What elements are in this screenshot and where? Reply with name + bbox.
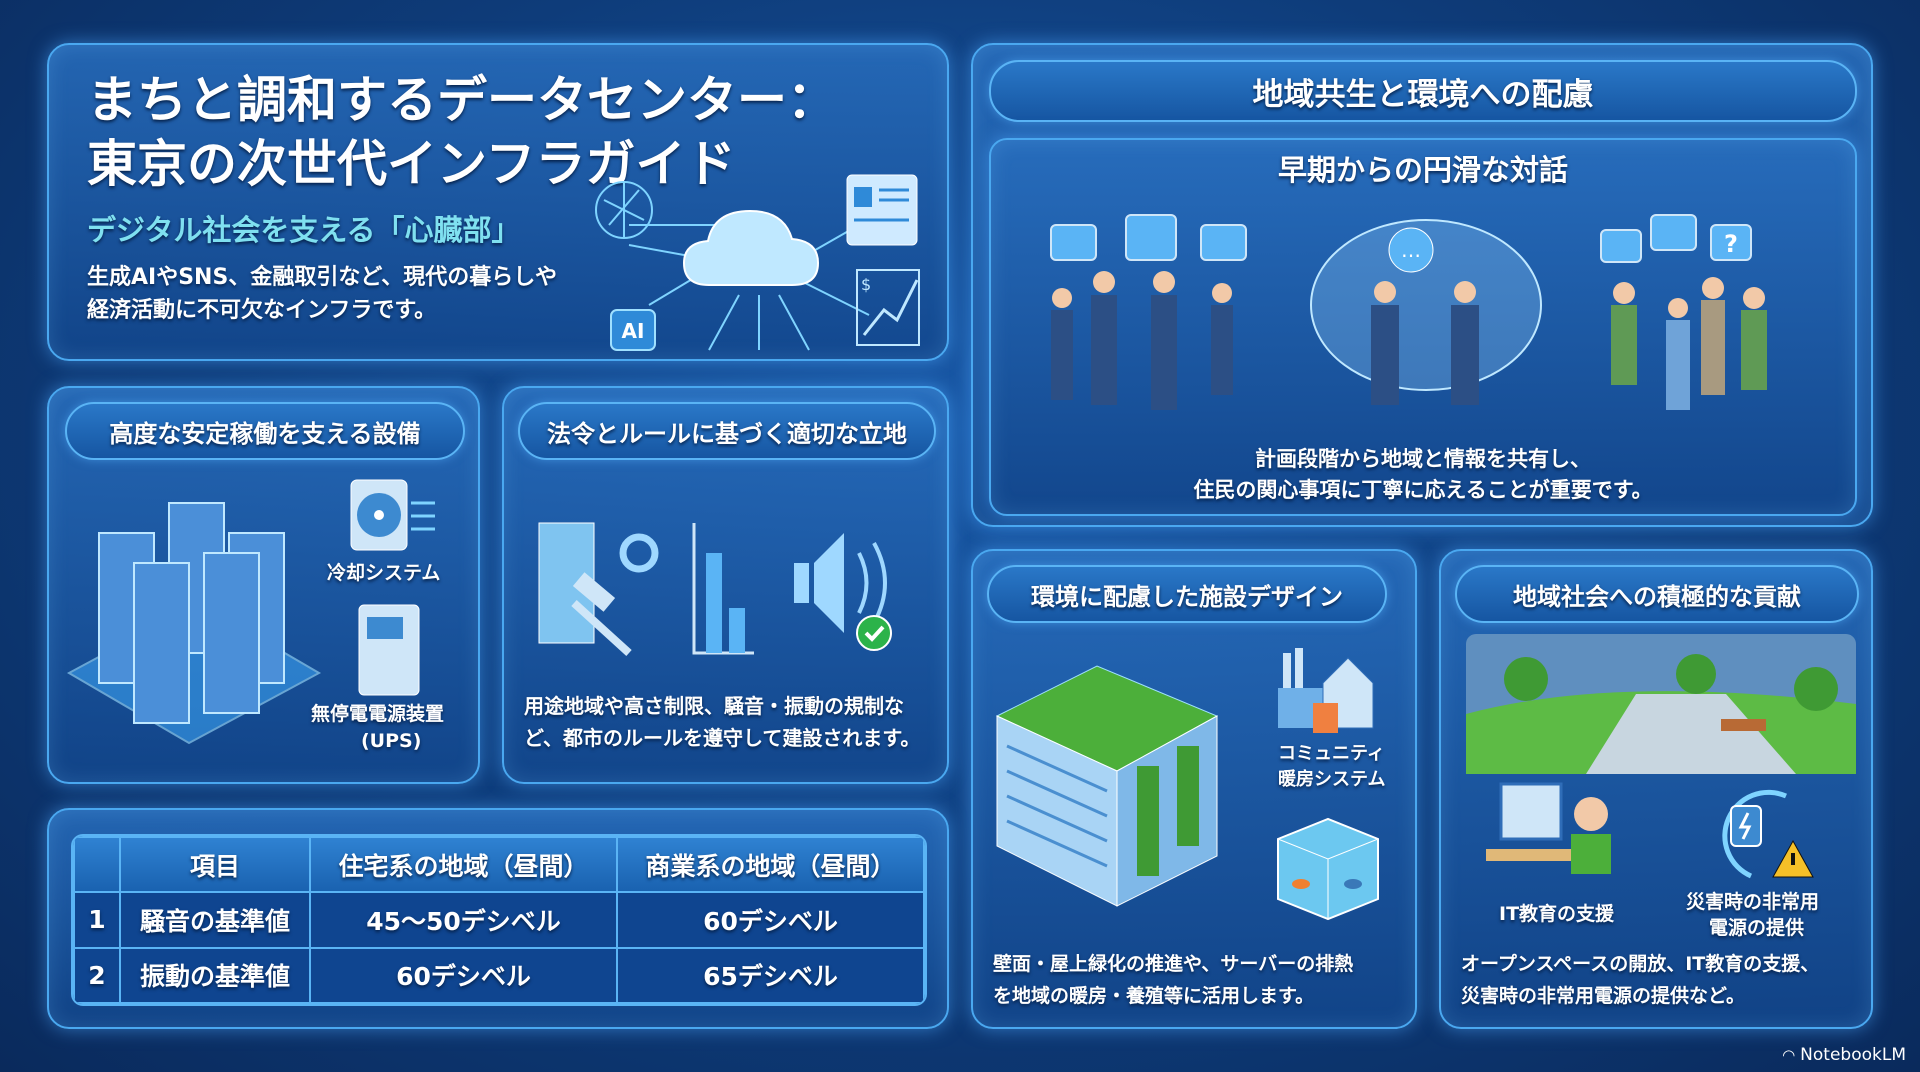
- table-header-index: [73, 836, 121, 894]
- emergency-power-label-line1: 災害時の非常用: [1686, 891, 1820, 913]
- ups-label-line1: 無停電電源装置: [311, 703, 445, 725]
- cooling-fan-icon: [350, 479, 435, 551]
- dollar-icon: $: [861, 275, 871, 294]
- cooling-system-label: 冷却システム: [327, 562, 441, 584]
- page-title-line2: 東京の次世代インフラガイド: [87, 135, 736, 193]
- ellipsis-icon: …: [1401, 238, 1421, 262]
- contribution-panel: 地域社会への積極的な貢献 IT教育の支援 災害時の非常用 電源の提供 オープンス…: [1439, 549, 1873, 1029]
- law-panel: 法令とルールに基づく適切な立地 用途地域や高さ制限、騒音・振動の規制な ど、都市…: [502, 386, 949, 784]
- law-heading: 法令とルールに基づく適切な立地: [518, 402, 936, 460]
- heating-label-line2: 暖房システム: [1278, 769, 1386, 790]
- table-header-row: 項目 住宅系の地域（昼間） 商業系の地域（昼間）: [73, 836, 925, 894]
- title-panel: まちと調和するデータセンター： 東京の次世代インフラガイド デジタル社会を支える…: [47, 43, 949, 361]
- notebooklm-watermark: ◠ NotebookLM: [1782, 1045, 1906, 1065]
- intro-line1: 生成AIやSNS、金融取引など、現代の暮らしや: [87, 265, 557, 290]
- law-body-line1: 用途地域や高さ制限、騒音・振動の規制な: [524, 694, 904, 718]
- equipment-panel: 高度な安定稼働を支える設備 冷却システム 無停電電源装置 (UPS): [47, 386, 480, 784]
- table-header-item: 項目: [119, 836, 311, 894]
- page-title-line1: まちと調和するデータセンター：: [87, 71, 837, 129]
- brand-label: NotebookLM: [1800, 1045, 1906, 1065]
- environment-body-line1: 壁面・屋上緑化の推進や、サーバーの排熱: [993, 953, 1354, 975]
- dialog-subpanel: 早期からの円滑な対話 ? … 計画段階から地域と情報を共有し、 住民の関心事項に…: [989, 138, 1857, 516]
- dialog-body-line2: 住民の関心事項に丁寧に応えることが重要です。: [1193, 478, 1653, 502]
- green-building-illustration: [995, 665, 1219, 907]
- cloud-network-icon: AI $: [595, 174, 920, 351]
- intro-line2: 経済活動に不可欠なインフラです。: [87, 298, 437, 323]
- server-racks-illustration: [66, 502, 322, 745]
- standards-table: 項目 住宅系の地域（昼間） 商業系の地域（昼間） 1 騒音の基準値 45〜50デ…: [71, 834, 927, 1006]
- ups-device-icon: [358, 604, 420, 696]
- table-cell: 65デシベル: [616, 946, 925, 1004]
- table-cell: 1: [73, 891, 121, 949]
- contribution-body-line1: オープンスペースの開放、IT教育の支援、: [1461, 953, 1820, 975]
- heating-label-line1: コミュニティ: [1278, 743, 1385, 764]
- ups-label-line2: (UPS): [361, 730, 422, 752]
- it-education-label: IT教育の支援: [1499, 903, 1615, 925]
- it-education-icon: [1486, 782, 1611, 874]
- table-cell: 60デシベル: [616, 891, 925, 949]
- table-cell: 45〜50デシベル: [309, 891, 618, 949]
- emergency-power-icon: [1722, 789, 1814, 879]
- notebooklm-logo-icon: ◠: [1782, 1046, 1796, 1064]
- environment-heading: 環境に配慮した施設デザイン: [987, 565, 1387, 623]
- table-cell: 2: [73, 946, 121, 1004]
- equipment-heading: 高度な安定稼働を支える設備: [65, 402, 465, 460]
- table-header-commercial: 商業系の地域（昼間）: [616, 836, 925, 894]
- park-open-space-illustration: [1466, 634, 1856, 774]
- dialog-body-line1: 計画段階から地域と情報を共有し、: [1255, 447, 1591, 471]
- question-mark-icon: ?: [1724, 230, 1738, 258]
- contribution-body-line2: 災害時の非常用電源の提供など。: [1461, 985, 1746, 1007]
- law-body-line2: ど、都市のルールを遵守して建設されます。: [524, 726, 921, 750]
- environment-body-line2: を地域の暖房・養殖等に活用します。: [993, 985, 1315, 1007]
- ai-chip-label: AI: [622, 319, 645, 343]
- table-cell: 騒音の基準値: [119, 891, 311, 949]
- aquaculture-tank-icon: [1277, 817, 1379, 921]
- dialog-heading: 早期からの円滑な対話: [1277, 153, 1568, 187]
- district-heating-icon: [1278, 648, 1374, 733]
- table-cell: 60デシベル: [309, 946, 618, 1004]
- dialogue-people-illustration: ? …: [1050, 214, 1767, 410]
- subtitle: デジタル社会を支える「心臓部」: [87, 213, 521, 247]
- regulation-icons: [538, 522, 892, 656]
- table-header-residential: 住宅系の地域（昼間）: [309, 836, 618, 894]
- contribution-heading: 地域社会への積極的な貢献: [1455, 565, 1859, 623]
- community-heading: 地域共生と環境への配慮: [989, 60, 1857, 122]
- table-row: 1 騒音の基準値 45〜50デシベル 60デシベル: [73, 891, 925, 949]
- table-row: 2 振動の基準値 60デシベル 65デシベル: [73, 946, 925, 1004]
- emergency-power-label-line2: 電源の提供: [1709, 917, 1805, 939]
- table-cell: 振動の基準値: [119, 946, 311, 1004]
- community-panel: 地域共生と環境への配慮 早期からの円滑な対話 ? … 計画段階から地域と情報を共…: [971, 43, 1873, 527]
- standards-table-panel: 項目 住宅系の地域（昼間） 商業系の地域（昼間） 1 騒音の基準値 45〜50デ…: [47, 808, 949, 1029]
- environment-panel: 環境に配慮した施設デザイン コミュニティ 暖房システム 壁面・屋上緑化の推進や、…: [971, 549, 1417, 1029]
